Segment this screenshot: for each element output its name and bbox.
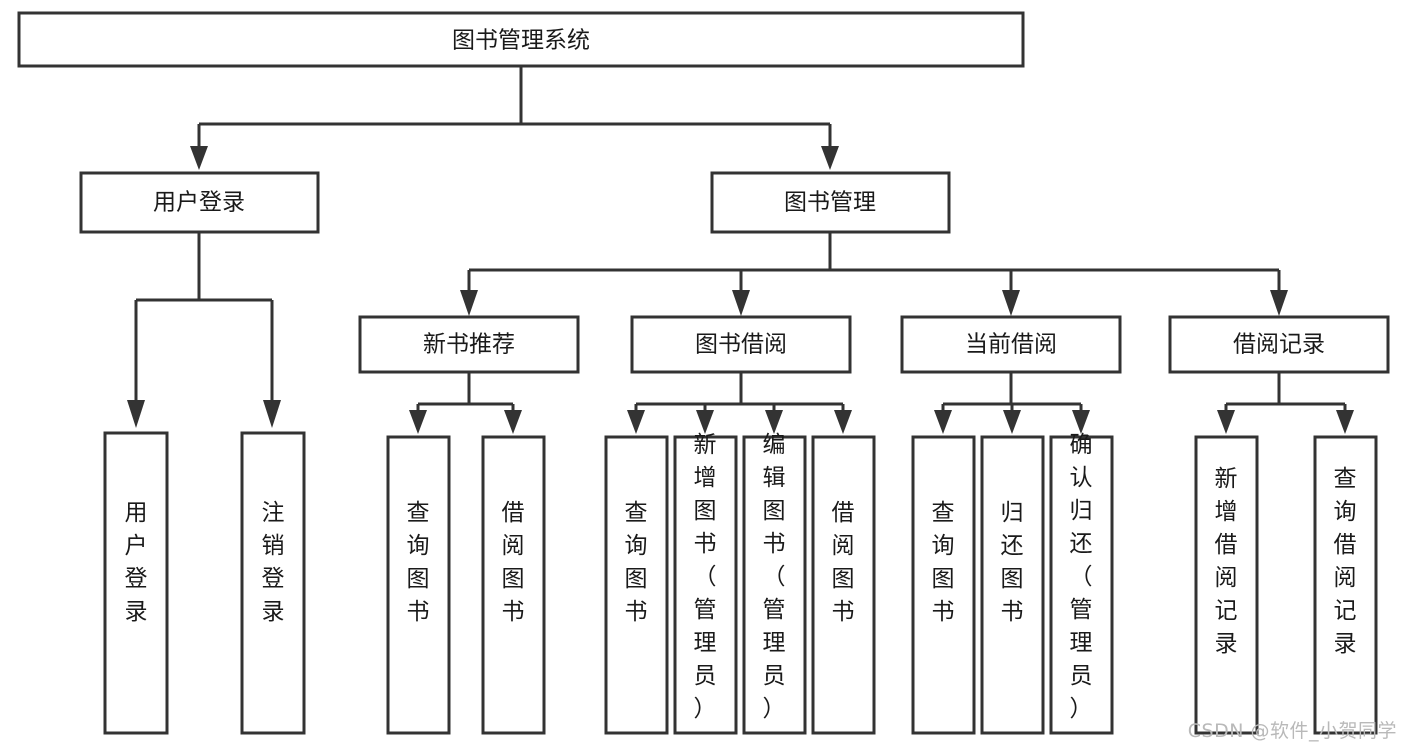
leaf-current-borrow-1-box[interactable]: [911, 435, 976, 735]
arrow-book-mgmt-to-new-book: [460, 290, 478, 316]
leaf-current-borrow-3-label: 确认归还（管理员）: [1070, 432, 1093, 722]
node-root-box[interactable]: [17, 11, 1025, 68]
arrow-new-book-leaf-2: [504, 410, 522, 434]
leaf-book-borrow-4-box[interactable]: [811, 435, 876, 735]
arrow-book-borrow-leaf-1: [627, 410, 645, 434]
leaf-new-book-1[interactable]: 查询图书: [386, 435, 451, 735]
node-borrow-record-label: 借阅记录: [1233, 332, 1325, 358]
leaf-borrow-record-1[interactable]: 新增借阅记录: [1194, 435, 1259, 735]
node-book-management[interactable]: 图书管理: [710, 171, 951, 234]
leaf-book-borrow-1-label: 查询图书: [625, 500, 648, 625]
leaf-current-borrow-2-label: 归还图书: [1001, 500, 1024, 625]
leaf-new-book-2-box[interactable]: [481, 435, 546, 735]
leaf-borrow-record-1-label: 新增借阅记录: [1215, 466, 1238, 657]
node-root-label: 图书管理系统: [452, 28, 590, 54]
node-borrow-record-box[interactable]: [1168, 315, 1390, 374]
arrow-root-to-user-login: [190, 146, 208, 170]
leaf-user-login-2-box[interactable]: [240, 431, 306, 735]
leaf-new-book-1-label: 查询图书: [407, 500, 430, 625]
arrow-root-to-book-mgmt: [821, 146, 839, 170]
leaf-book-borrow-3[interactable]: 编辑图书（管理员）: [742, 432, 807, 735]
leaf-book-borrow-2-label: 新增图书（管理员）: [694, 432, 717, 722]
node-book-borrow-box[interactable]: [630, 315, 852, 374]
node-user-login-box[interactable]: [79, 171, 320, 234]
node-user-login[interactable]: 用户登录: [79, 171, 320, 234]
arrow-current-borrow-leaf-1: [934, 410, 952, 434]
arrow-book-mgmt-to-record: [1270, 290, 1288, 316]
leaf-borrow-record-2-box[interactable]: [1313, 435, 1378, 735]
node-book-management-box[interactable]: [710, 171, 951, 234]
arrow-user-login-leaf-2: [263, 400, 281, 428]
leaf-borrow-record-2-label: 查询借阅记录: [1334, 466, 1357, 657]
connector-layer: [127, 66, 1354, 434]
node-new-book-recommend-box[interactable]: [358, 315, 580, 374]
arrow-new-book-leaf-1: [409, 410, 427, 434]
arrow-book-mgmt-to-current: [1002, 290, 1020, 316]
node-new-book-recommend[interactable]: 新书推荐: [358, 315, 580, 374]
leaf-user-login-2[interactable]: 注销登录: [240, 431, 306, 735]
leaf-borrow-record-1-box[interactable]: [1194, 435, 1259, 735]
node-book-borrow[interactable]: 图书借阅: [630, 315, 852, 374]
leaf-current-borrow-1[interactable]: 查询图书: [911, 435, 976, 735]
leaf-current-borrow-2[interactable]: 归还图书: [980, 435, 1045, 735]
leaf-user-login-1[interactable]: 用户登录: [103, 431, 169, 735]
leaf-book-borrow-1-box[interactable]: [604, 435, 669, 735]
arrow-current-borrow-leaf-2: [1003, 410, 1021, 434]
leaf-new-book-1-box[interactable]: [386, 435, 451, 735]
csdn-watermark: CSDN @软件_小贺同学: [1187, 720, 1397, 742]
leaf-user-login-1-label: 用户登录: [125, 500, 148, 625]
leaf-current-borrow-2-box[interactable]: [980, 435, 1045, 735]
node-current-borrow-box[interactable]: [900, 315, 1122, 374]
arrow-book-borrow-leaf-2: [696, 410, 714, 434]
arrow-borrow-record-leaf-2: [1336, 410, 1354, 434]
arrow-borrow-record-leaf-1: [1217, 410, 1235, 434]
leaf-book-borrow-3-label: 编辑图书（管理员）: [763, 432, 786, 722]
leaf-current-borrow-3-box[interactable]: [1049, 435, 1114, 735]
leaf-user-login-1-box[interactable]: [103, 431, 169, 735]
leaf-book-borrow-2[interactable]: 新增图书（管理员）: [673, 432, 738, 735]
arrow-book-borrow-leaf-3: [765, 410, 783, 434]
node-current-borrow-label: 当前借阅: [965, 332, 1057, 358]
arrow-current-borrow-leaf-3: [1072, 410, 1090, 434]
arrow-user-login-leaf-1: [127, 400, 145, 428]
node-book-management-label: 图书管理: [784, 190, 876, 216]
node-root[interactable]: 图书管理系统: [17, 11, 1025, 68]
node-book-borrow-label: 图书借阅: [695, 332, 787, 358]
leaf-borrow-record-2[interactable]: 查询借阅记录: [1313, 435, 1378, 735]
leaf-new-book-2[interactable]: 借阅图书: [481, 435, 546, 735]
arrow-book-borrow-leaf-4: [834, 410, 852, 434]
leaf-book-borrow-3-box[interactable]: [742, 435, 807, 735]
node-borrow-record[interactable]: 借阅记录: [1168, 315, 1390, 374]
leaf-book-borrow-1[interactable]: 查询图书: [604, 435, 669, 735]
leaf-book-borrow-4[interactable]: 借阅图书: [811, 435, 876, 735]
leaf-current-borrow-1-label: 查询图书: [932, 500, 955, 625]
leaf-new-book-2-label: 借阅图书: [502, 500, 525, 625]
leaf-current-borrow-3[interactable]: 确认归还（管理员）: [1049, 432, 1114, 735]
node-user-login-label: 用户登录: [153, 190, 245, 216]
leaf-book-borrow-4-label: 借阅图书: [832, 500, 855, 625]
node-current-borrow[interactable]: 当前借阅: [900, 315, 1122, 374]
leaf-book-borrow-2-box[interactable]: [673, 435, 738, 735]
arrow-book-mgmt-to-borrow: [732, 290, 750, 316]
leaf-user-login-2-label: 注销登录: [262, 500, 285, 625]
node-new-book-recommend-label: 新书推荐: [423, 332, 515, 358]
